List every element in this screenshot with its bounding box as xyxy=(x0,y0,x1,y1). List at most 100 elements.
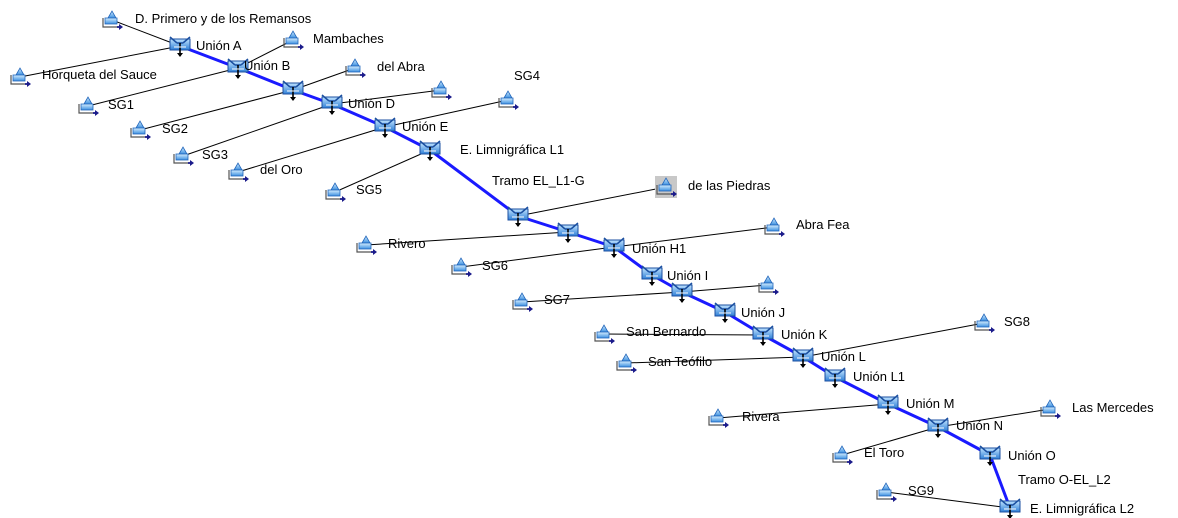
e-limnigrafica-l1-junction-icon[interactable] xyxy=(419,140,441,162)
basin-connector[interactable] xyxy=(625,356,804,364)
basin-connector[interactable] xyxy=(334,149,431,193)
basin-connector[interactable] xyxy=(384,99,509,128)
junction-label: Unión L xyxy=(821,349,866,364)
del-abra-basin-icon[interactable] xyxy=(345,58,366,79)
rivero-basin-icon[interactable] xyxy=(356,235,377,256)
union-m-junction-icon[interactable] xyxy=(877,394,899,416)
basin-label: San Bernardo xyxy=(626,324,706,339)
basin-label: SG4 xyxy=(514,68,540,83)
basin-connector[interactable] xyxy=(182,103,333,157)
junction-3-junction-icon[interactable] xyxy=(282,80,304,102)
union-n-junction-icon[interactable] xyxy=(927,417,949,439)
junction-label: Unión E xyxy=(402,119,449,134)
basin-connector[interactable] xyxy=(517,186,667,217)
sg5-basin-icon[interactable] xyxy=(325,182,346,203)
sg3-basin-icon[interactable] xyxy=(173,146,194,167)
union-l-junction-icon[interactable] xyxy=(792,347,814,369)
junction-label: Unión B xyxy=(244,58,290,73)
main-channel-layer xyxy=(178,44,1012,510)
basin-connector[interactable] xyxy=(237,126,386,173)
basin-label: SG1 xyxy=(108,97,134,112)
basin-connector[interactable] xyxy=(331,89,442,105)
union-d-junction-icon[interactable] xyxy=(321,94,343,116)
basin-label: SG3 xyxy=(202,147,228,162)
union-h1-junction-icon[interactable] xyxy=(603,237,625,259)
union-a-junction-icon[interactable] xyxy=(169,36,191,58)
sg1-basin-icon[interactable] xyxy=(78,96,99,117)
connector-layer xyxy=(19,19,1051,509)
e-limnigrafica-l2-junction-icon[interactable] xyxy=(999,498,1021,518)
basin-label: Las Mercedes xyxy=(1072,400,1154,415)
horqueta-del-sauce-basin-icon[interactable] xyxy=(10,67,31,88)
las-mercedes-basin-icon[interactable] xyxy=(1040,399,1061,420)
basin-label: Mambaches xyxy=(313,31,384,46)
del-oro-basin-icon[interactable] xyxy=(228,162,249,183)
basin-label: Abra Fea xyxy=(796,217,850,232)
basin-label: SG5 xyxy=(356,182,382,197)
rivera-basin-icon[interactable] xyxy=(708,408,729,429)
basin-label: SG9 xyxy=(908,483,934,498)
basin-connector[interactable] xyxy=(613,226,775,248)
basin-7-basin-icon[interactable] xyxy=(431,80,452,101)
el-toro-basin-icon[interactable] xyxy=(832,445,853,466)
basin-connector[interactable] xyxy=(802,322,985,358)
junction-label: E. Limnigráfica L1 xyxy=(460,142,564,157)
basin-connector[interactable] xyxy=(139,89,294,131)
junction-7-junction-icon[interactable] xyxy=(507,206,529,228)
basin-label: D. Primero y de los Remansos xyxy=(135,11,312,26)
sg2-basin-icon[interactable] xyxy=(130,120,151,141)
basin-connector[interactable] xyxy=(365,231,569,246)
basin-connector[interactable] xyxy=(717,403,889,419)
union-o-junction-icon[interactable] xyxy=(979,445,1001,467)
reach-label: Tramo EL_L1-G xyxy=(492,173,585,188)
union-e-junction-icon[interactable] xyxy=(374,117,396,139)
junction-11-junction-icon[interactable] xyxy=(671,282,693,304)
main-channel-segment[interactable] xyxy=(988,453,1012,510)
basin-connector[interactable] xyxy=(885,491,1011,509)
union-k-junction-icon[interactable] xyxy=(752,325,774,347)
junction-label: Unión L1 xyxy=(853,369,905,384)
basin-label: San Teófilo xyxy=(648,354,712,369)
junction-label: Unión K xyxy=(781,327,828,342)
sg7-basin-icon[interactable] xyxy=(512,292,533,313)
sg9-basin-icon[interactable] xyxy=(876,482,897,503)
junction-label: Unión J xyxy=(741,305,785,320)
union-i-junction-icon[interactable] xyxy=(641,265,663,287)
junction-label: Unión D xyxy=(348,96,395,111)
d-primero-y-de-los-remansos-basin-icon[interactable] xyxy=(102,10,123,31)
basin-connector[interactable] xyxy=(841,426,939,456)
basin-label: Rivera xyxy=(742,409,780,424)
basin-connector[interactable] xyxy=(937,408,1051,428)
sg4-basin-icon[interactable] xyxy=(498,90,519,111)
basin-label: SG8 xyxy=(1004,314,1030,329)
union-j-junction-icon[interactable] xyxy=(714,302,736,324)
basin-label: SG6 xyxy=(482,258,508,273)
basin-connector[interactable] xyxy=(681,284,769,293)
basin-label: del Oro xyxy=(260,162,303,177)
basin-16-basin-icon[interactable] xyxy=(758,275,779,296)
junction-8-junction-icon[interactable] xyxy=(557,222,579,244)
node-layer xyxy=(10,10,1061,518)
basin-label: SG2 xyxy=(162,121,188,136)
basin-connector[interactable] xyxy=(19,45,181,78)
junction-label: Unión H1 xyxy=(632,241,686,256)
basin-label: de las Piedras xyxy=(688,178,771,193)
sg6-basin-icon[interactable] xyxy=(451,257,472,278)
junction-label: E. Limnigráfica L2 xyxy=(1030,501,1134,516)
union-l1-junction-icon[interactable] xyxy=(824,367,846,389)
mambaches-basin-icon[interactable] xyxy=(283,30,304,51)
abra-fea-basin-icon[interactable] xyxy=(764,217,785,238)
main-channel-segment[interactable] xyxy=(428,148,520,218)
basin-connector[interactable] xyxy=(460,246,615,268)
san-teofilo-basin-icon[interactable] xyxy=(616,353,637,374)
sg8-basin-icon[interactable] xyxy=(974,313,995,334)
reach-label: Tramo O-EL_L2 xyxy=(1018,472,1111,487)
junction-label: Unión O xyxy=(1008,448,1056,463)
junction-label: Unión A xyxy=(196,38,242,53)
basin-connector[interactable] xyxy=(603,333,764,336)
basin-connector[interactable] xyxy=(111,19,181,47)
basin-connector[interactable] xyxy=(521,291,683,303)
basin-connector[interactable] xyxy=(87,67,239,107)
junction-label: Unión N xyxy=(956,418,1003,433)
